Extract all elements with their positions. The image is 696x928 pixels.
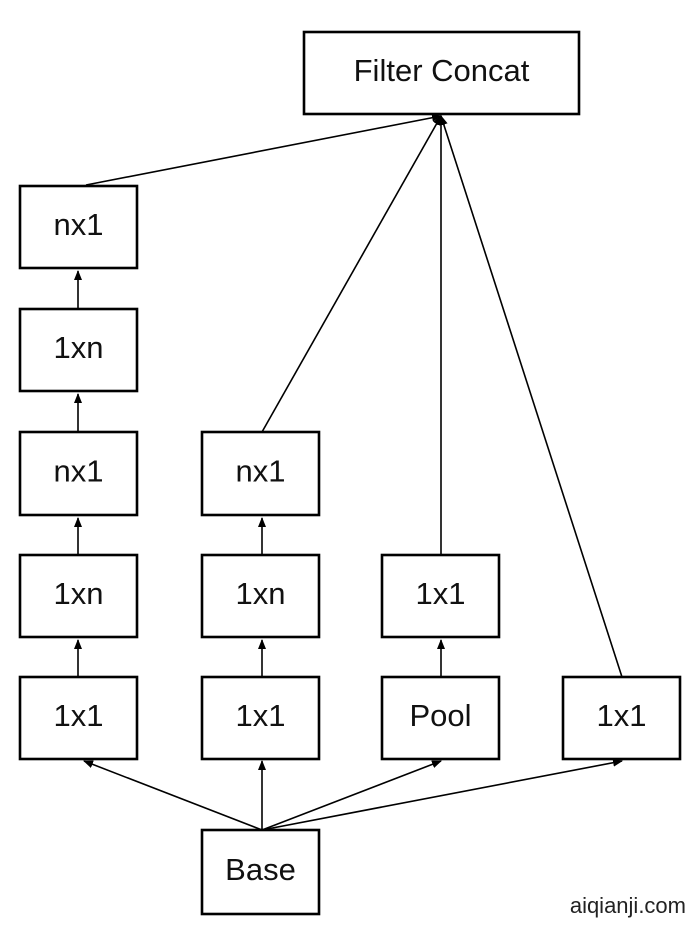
edge-b4-1x1-to-concat <box>439 115 623 678</box>
node-b2-nx1-label: nx1 <box>236 454 286 489</box>
node-b3-1x1: 1x1 <box>380 553 501 639</box>
node-b1-1x1: 1x1 <box>18 675 139 761</box>
node-b2-1x1-label: 1x1 <box>236 698 286 733</box>
edge-b2-nx1-to-concat <box>261 115 442 433</box>
node-base: Base <box>200 828 321 916</box>
edge-base-to-b4-1x1 <box>261 758 623 831</box>
node-filter-concat: Filter Concat <box>302 30 581 116</box>
node-b2-nx1: nx1 <box>200 430 321 517</box>
node-b1-1xn-lower-label: 1xn <box>54 576 104 611</box>
node-b3-pool: Pool <box>380 675 501 761</box>
node-b4-1x1-label: 1x1 <box>597 698 647 733</box>
node-filter-concat-label: Filter Concat <box>354 53 530 88</box>
node-b1-1xn-lower: 1xn <box>18 553 139 639</box>
node-b1-nx1-top: nx1 <box>18 184 139 270</box>
edge-b1-nx1-top-to-concat <box>85 113 442 186</box>
node-b2-1xn: 1xn <box>200 553 321 639</box>
node-b1-1x1-label: 1x1 <box>54 698 104 733</box>
node-b2-1xn-label: 1xn <box>236 576 286 611</box>
node-b2-1x1: 1x1 <box>200 675 321 761</box>
node-b3-pool-label: Pool <box>409 698 471 733</box>
node-b1-1xn-upper: 1xn <box>18 307 139 393</box>
edge-base-to-pool <box>261 760 442 831</box>
node-b1-nx1-mid: nx1 <box>18 430 139 517</box>
watermark: aiqianji.com <box>570 893 686 918</box>
node-b3-1x1-label: 1x1 <box>416 576 466 611</box>
node-b1-nx1-top-label: nx1 <box>54 207 104 242</box>
node-b4-1x1: 1x1 <box>561 675 682 761</box>
node-base-label: Base <box>225 852 296 887</box>
edge-base-to-b1-1x1 <box>83 760 263 831</box>
node-b1-nx1-mid-label: nx1 <box>54 454 104 489</box>
edges <box>74 113 623 831</box>
node-b1-1xn-upper-label: 1xn <box>54 330 104 365</box>
